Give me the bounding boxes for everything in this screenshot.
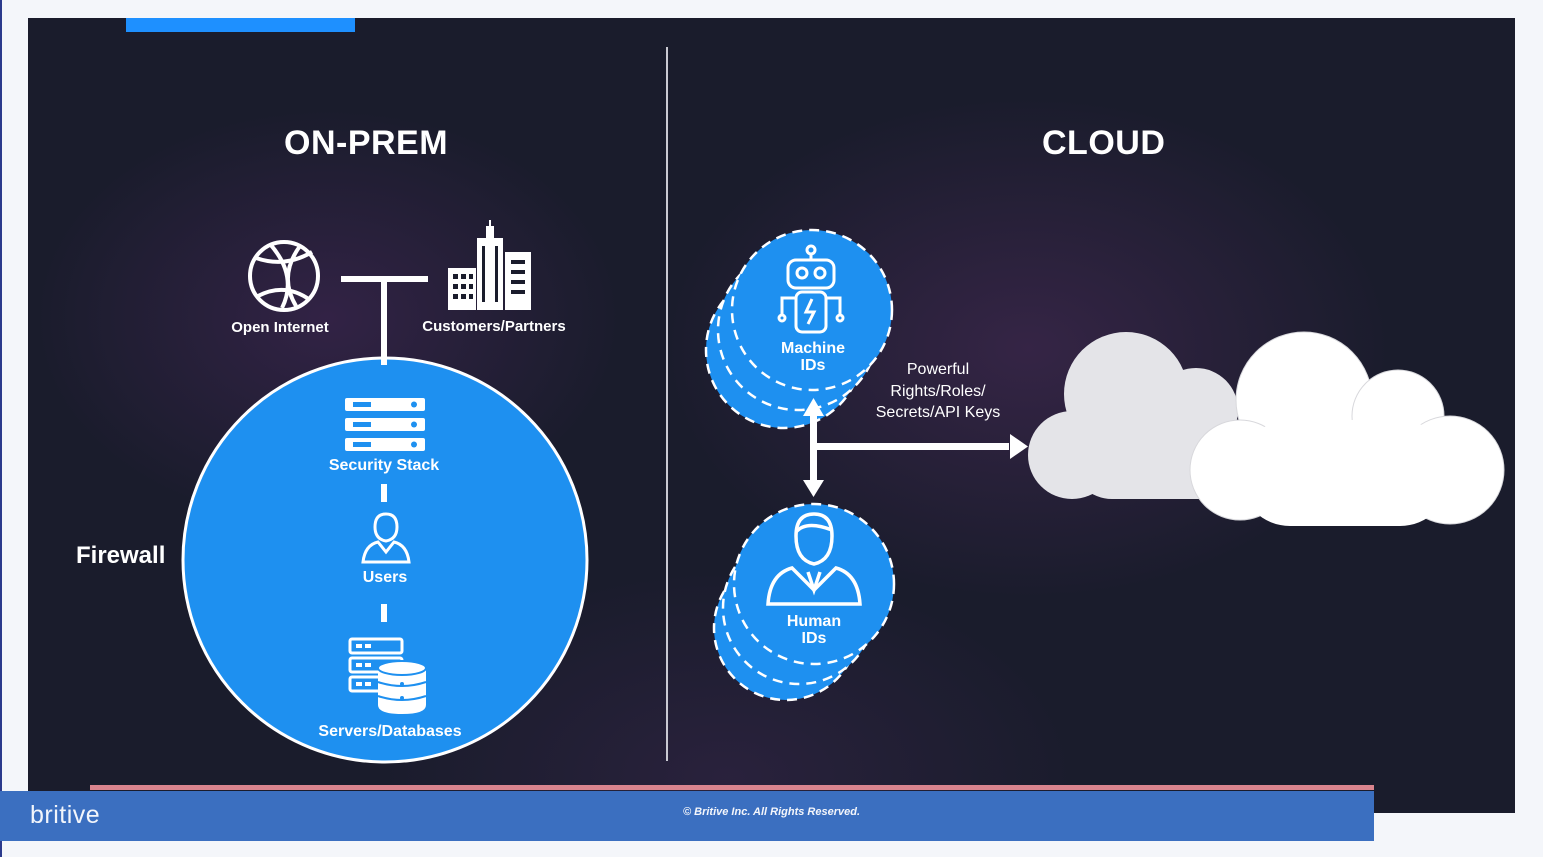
human-icon [766,512,862,606]
user-icon [361,512,411,564]
database-icon [348,637,427,714]
human-ids-label: Human IDs [763,613,865,648]
human-ids-stack [712,502,896,702]
firewall-label: Firewall [76,542,166,569]
connector-dash [381,484,387,502]
arrow-label-line: Secrets/API Keys [875,404,1001,422]
t-connector [341,276,428,365]
arrow-label: Powerful Rights/Roles/ Secrets/API Keys [862,359,1014,424]
open-internet-label: Open Internet [231,319,329,336]
human-ids-line: Human [786,613,842,630]
footer-bar [0,791,1374,841]
top-accent-bar [126,18,355,32]
cloud-heading: CLOUD [1042,124,1166,162]
britive-logo: britive [30,801,101,829]
cloud-icon-front [1189,331,1505,526]
bidirectional-arrow [803,398,824,497]
machine-ids-label: Machine IDs [762,340,864,375]
on-prem-heading: ON-PREM [284,124,449,162]
arrow-label-line: Rights/Roles/ [890,382,986,400]
cloud-arrow [817,434,1028,459]
machine-ids-line: Machine [780,340,845,357]
users-label: Users [362,569,408,586]
server-stack-icon [345,398,425,451]
servers-databases-label: Servers/Databases [318,723,462,740]
machine-ids-line: IDs [800,356,826,374]
copyright-text: © Britive Inc. All Rights Reserved. [682,806,861,818]
customers-partners-label: Customers/Partners [422,318,566,335]
security-stack-label: Security Stack [328,457,440,474]
connector-dash [381,604,387,622]
robot-icon [777,244,845,334]
window-edge [0,0,2,857]
buildings-icon [448,220,531,310]
globe-icon [248,240,320,312]
arrow-label-line: Powerful [906,361,970,378]
section-divider [666,47,668,761]
footer-accent-line [90,785,1374,790]
human-ids-line: IDs [801,629,827,647]
